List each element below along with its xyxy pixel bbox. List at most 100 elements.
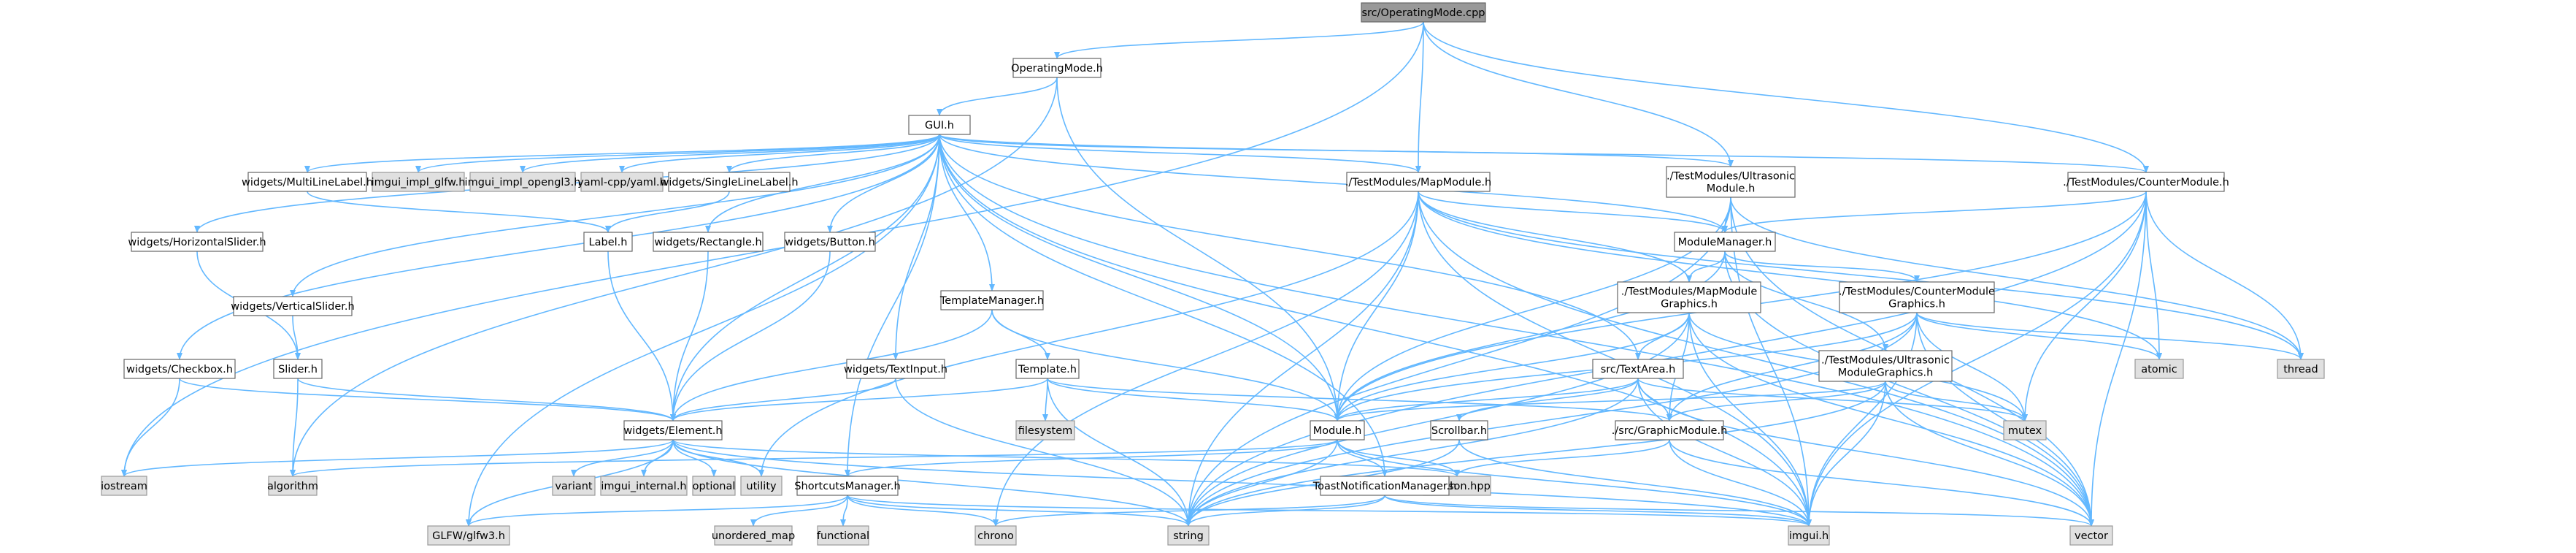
edge-element-to-optional bbox=[672, 439, 717, 477]
node-box bbox=[908, 115, 971, 135]
edge-module-to-toast bbox=[1337, 439, 1388, 477]
node-box bbox=[1615, 420, 1724, 441]
node-label: vector bbox=[2075, 530, 2108, 542]
node-mutex: mutex bbox=[2003, 420, 2047, 441]
node-box bbox=[123, 359, 236, 379]
node-countmod[interactable]: ./TestModules/CounterModule.h bbox=[2063, 172, 2229, 192]
node-label: optional bbox=[693, 481, 736, 492]
node-mapmod[interactable]: ./TestModules/MapModule.h bbox=[1345, 172, 1491, 192]
node-label: Label.h bbox=[589, 237, 628, 248]
node-filesystem: filesystem bbox=[1015, 420, 1075, 441]
edge-slabel-to-label bbox=[605, 191, 730, 233]
node-root[interactable]: src/OperatingMode.cpp bbox=[1361, 2, 1486, 23]
node-label: variant bbox=[555, 481, 593, 492]
edge-ultragfx-to-vector bbox=[1885, 381, 2094, 527]
edge-gui-to-shortcuts bbox=[845, 134, 940, 477]
node-label: string bbox=[1173, 530, 1204, 542]
edge-mapmod-to-chrono bbox=[993, 191, 1419, 527]
node-box bbox=[2069, 525, 2113, 546]
node-label: GLFW/glfw3.h bbox=[432, 530, 505, 542]
edge-shortcuts-to-chrono bbox=[847, 495, 999, 527]
edge-countmod-to-imgui bbox=[1806, 191, 2147, 527]
node-imgui: imgui.h bbox=[1788, 525, 1830, 546]
edge-cntgfx-to-thread bbox=[1916, 312, 2304, 360]
node-box bbox=[1592, 359, 1684, 379]
node-label: ./TestModules/MapModule bbox=[1621, 286, 1758, 298]
edge-mapmod-to-string bbox=[1185, 191, 1419, 527]
node-string: string bbox=[1167, 525, 1210, 546]
node-label: Scrollbar.h bbox=[1431, 425, 1487, 437]
edge-opmode-to-module bbox=[1056, 77, 1340, 422]
node-label: utility bbox=[746, 481, 777, 492]
edge-ultramod-to-imgui bbox=[1730, 197, 1812, 527]
node-label: Slider.h bbox=[278, 364, 318, 375]
edge-mlabel-to-label bbox=[307, 191, 611, 233]
edge-gui-to-mapmod bbox=[939, 134, 1421, 173]
node-label: Module.h bbox=[1707, 183, 1756, 195]
node-box bbox=[273, 359, 323, 379]
node-opmode[interactable]: OperatingMode.h bbox=[1011, 58, 1103, 78]
node-yaml: yaml-cpp/yaml.h bbox=[577, 172, 666, 192]
node-button[interactable]: widgets/Button.h bbox=[784, 232, 876, 252]
node-slider[interactable]: Slider.h bbox=[273, 359, 323, 379]
node-label[interactable]: Label.h bbox=[583, 232, 633, 252]
node-box bbox=[1361, 2, 1486, 23]
node-hslider[interactable]: widgets/HorizontalSlider.h bbox=[128, 232, 266, 252]
node-modmgr[interactable]: ModuleManager.h bbox=[1674, 232, 1776, 252]
node-checkbox[interactable]: widgets/Checkbox.h bbox=[123, 359, 236, 379]
node-mlabel[interactable]: widgets/MultiLineLabel.h bbox=[242, 172, 373, 192]
edge-shortcuts-to-functional bbox=[840, 495, 848, 527]
node-label: ./TestModules/CounterModule bbox=[1839, 286, 1995, 298]
node-label: widgets/MultiLineLabel.h bbox=[242, 177, 373, 188]
edge-cntgfx-to-mutex bbox=[1916, 312, 2028, 422]
edge-element-to-imgui bbox=[672, 439, 1812, 527]
node-label: src/TextArea.h bbox=[1601, 364, 1676, 375]
node-label: widgets/Element.h bbox=[623, 425, 722, 437]
node-label: ModuleGraphics.h bbox=[1838, 367, 1934, 379]
edge-checkbox-to-element bbox=[179, 378, 676, 422]
node-label: OperatingMode.h bbox=[1011, 63, 1103, 75]
node-vector: vector bbox=[2069, 525, 2113, 546]
node-tplmgr[interactable]: TemplateManager.h bbox=[939, 290, 1044, 310]
edge-countmod-to-string bbox=[1185, 191, 2147, 527]
node-label: widgets/Checkbox.h bbox=[126, 364, 233, 375]
edge-element-to-utility bbox=[672, 439, 764, 477]
node-box bbox=[2134, 359, 2184, 379]
edge-element-to-variant bbox=[571, 439, 674, 477]
node-textarea[interactable]: src/TextArea.h bbox=[1592, 359, 1684, 379]
node-textinput[interactable]: widgets/TextInput.h bbox=[844, 359, 947, 379]
node-slabel[interactable]: widgets/SingleLineLabel.h bbox=[660, 172, 799, 192]
node-element[interactable]: widgets/Element.h bbox=[623, 420, 723, 441]
edge-root-to-ultramod bbox=[1423, 21, 1734, 167]
node-vslider[interactable]: widgets/VerticalSlider.h bbox=[231, 296, 355, 316]
edge-ultragfx-to-mutex bbox=[1885, 381, 2028, 422]
edge-root-to-mapmod bbox=[1415, 21, 1424, 173]
node-box bbox=[2277, 359, 2325, 379]
node-gui[interactable]: GUI.h bbox=[908, 115, 971, 135]
edge-mapmod-to-mapgfx bbox=[1418, 191, 1692, 283]
edge-countmod-to-modmgr bbox=[1722, 191, 2147, 233]
node-toast[interactable]: ToastNotificationManager.h bbox=[1312, 476, 1457, 496]
node-box bbox=[1617, 281, 1761, 313]
node-atomic: atomic bbox=[2134, 359, 2184, 379]
edge-shortcuts-to-glfw3 bbox=[466, 495, 848, 527]
node-template[interactable]: Template.h bbox=[1015, 359, 1080, 379]
node-graphicmod[interactable]: ./src/GraphicModule.h bbox=[1612, 420, 1728, 441]
edge-graphicmod-to-vector bbox=[1669, 439, 2094, 527]
node-label: widgets/HorizontalSlider.h bbox=[128, 237, 266, 248]
node-box bbox=[1310, 420, 1365, 441]
node-label: filesystem bbox=[1018, 425, 1073, 437]
node-shortcuts[interactable]: ShortcutsManager.h bbox=[794, 476, 901, 496]
node-label: Graphics.h bbox=[1888, 299, 1945, 310]
node-module[interactable]: Module.h bbox=[1310, 420, 1365, 441]
node-box bbox=[131, 232, 264, 252]
node-scrollbar[interactable]: Scrollbar.h bbox=[1430, 420, 1488, 441]
node-rect[interactable]: widgets/Rectangle.h bbox=[653, 232, 764, 252]
node-box bbox=[2003, 420, 2047, 441]
edge-cntgfx-to-graphicmod bbox=[1666, 312, 1918, 422]
node-box bbox=[653, 232, 764, 252]
